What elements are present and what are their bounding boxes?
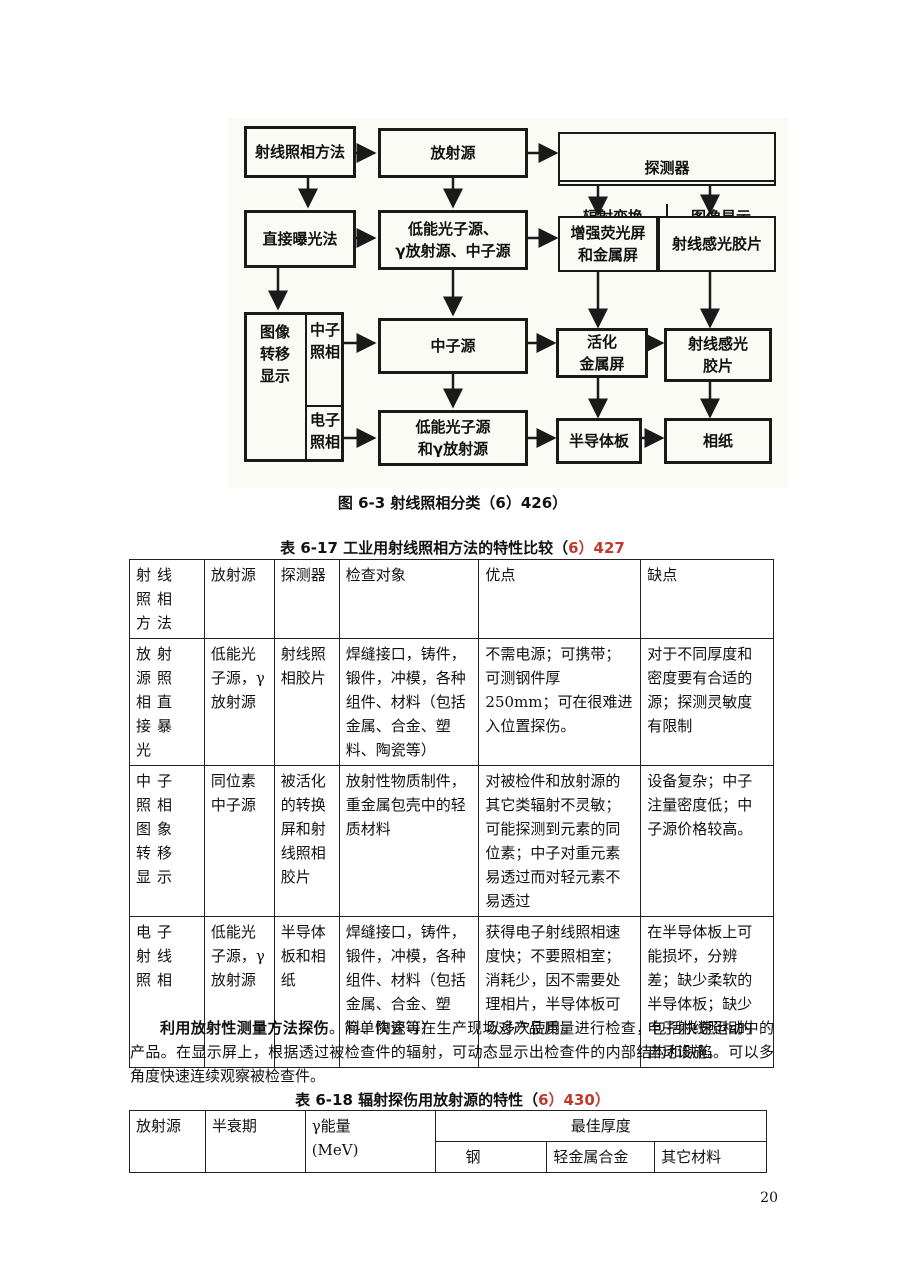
table-cell: 低能光子源，γ放射源 [203,638,275,766]
table-6-18: 放射源 半衰期 γ能量 (MeV) 最佳厚度 钢 轻金属合金 其它材料 [129,1110,768,1173]
paragraph-lead: 利用放射性测量方法探伤 [160,1019,329,1037]
box-activated-screen: 活化 金属屏 [556,328,648,378]
table-cell: 同位素中子源 [203,765,275,917]
table-row: 电子射线照相 低能光子源，γ放射源 半导体板和相纸 焊缝接口，铸件，锻件，冲模，… [129,916,774,1068]
table18-title: 表 6-18 辐射探伤用放射源的特性（6）430） [130,1089,775,1110]
table-cell: 对被检件和放射源的其它类辐射不灵敏；可能探测到元素的同位素；中子对重元素易透过而… [478,765,642,917]
header-cell: 缺点 [640,559,774,639]
table-cell: 被活化的转换屏和射线照相胶片 [273,765,340,917]
box-semiconductor: 半导体板 [556,418,642,464]
table-cell: 获得电子射线照相速度快；不要照相室；消耗少，因不需要处理相片，半导体板可以多次使… [478,916,642,1068]
table18-title-text: 表 6-18 辐射探伤用放射源的特性（ [295,1091,539,1109]
header-cell: 轻金属合金 [546,1141,656,1173]
page-number: 20 [760,1190,778,1206]
box-image-transfer: 图像 转移 显示 中子 照相 电子 照相 [244,312,344,462]
figure-caption: 图 6-3 射线照相分类（6）426） [337,494,568,512]
table-cell: 对于不同厚度和密度要有合适的源；探测灵敏度有限制 [640,638,774,766]
table-cell: 电子射线照相 [129,916,205,1068]
table-row: 放射源照相直接暴光 低能光子源，γ放射源 射线照相胶片 焊缝接口，铸件，锻件，冲… [129,638,774,766]
table17-title: 表 6-17 工业用射线照相方法的特性比较（6）427 [130,537,775,558]
header-cell: γ能量 (MeV) [304,1110,436,1173]
table-cell: 放射源照相直接暴光 [129,638,205,766]
table-cell: 设备复杂；中子注量密度低；中子源价格较高。 [640,765,774,917]
table-cell: 焊缝接口，铸件，锻件，冲模，各种组件、材料（包括金属、合金、塑料、陶瓷等） [338,916,480,1068]
box-detector: 探测器 辐射变换 图像显示 [558,132,776,230]
box-neutron-source: 中子源 [378,318,528,374]
table17-title-ref: 6）427 [568,539,625,557]
box-low-gamma: 低能光子源 和γ放射源 [378,410,528,466]
table-6-17: 射线照相方法 放射源 探测器 检查对象 优点 缺点 放射源照相直接暴光 低能光子… [129,559,774,1068]
table-cell: 不需电源；可携带；可测钢件厚 250mm；可在很难进入位置探伤。 [478,638,642,766]
header-cell: 钢 [434,1141,548,1173]
neutron-photo-label: 中子 照相 [309,321,340,361]
diagram-arrows [268,143,720,448]
table-header-row: 射线照相方法 放射源 探测器 检查对象 优点 缺点 [129,559,774,639]
table-cell: 中子照相图象转移显示 [129,765,205,917]
detector-label: 探测器 [560,156,774,182]
box-direct-exposure: 直接曝光法 [244,210,356,268]
box-photo-paper: 相纸 [664,418,772,464]
transfer-label: 图像 转移 显示 [259,323,290,385]
table-cell: 射线照相胶片 [273,638,340,766]
box-method: 射线照相方法 [244,126,356,178]
table-header-row: 钢 轻金属合金 其它材料 [130,1141,767,1173]
table18-title-ref: 6）430） [538,1091,610,1109]
header-cell: 放射源 [129,1110,206,1173]
paragraph-text: 。简单快速可在生产现场对产品质量进行检查，包括快速运动中的产品。在显示屏上，根据… [130,1019,774,1085]
box-source: 放射源 [378,128,528,178]
header-cell: 其它材料 [654,1141,767,1173]
header-cell: 半衰期 [204,1110,306,1173]
box-film-2: 射线感光 胶片 [664,328,772,382]
table-header-row: 放射源 半衰期 γ能量 (MeV) 最佳厚度 [129,1110,768,1173]
header-cell: 优点 [478,559,642,639]
header-cell: 放射源 [203,559,275,639]
table-cell: 放射性物质制件，重金属包壳中的轻质材料 [338,765,480,917]
classification-diagram: 射线照相方法 放射源 探测器 辐射变换 图像显示 直接曝光法 低能光子源、 γ放… [228,118,788,488]
body-paragraph: 利用放射性测量方法探伤。简单快速可在生产现场对产品质量进行检查，包括快速运动中的… [130,1016,774,1088]
table-cell: 在半导体板上可能损坏，分辨差；缺少柔软的半导体板；缺少电子射线照相的自动设施。 [640,916,774,1068]
header-cell: 射线照相方法 [129,559,205,639]
table17-title-text: 表 6-17 工业用射线照相方法的特性比较（ [280,539,569,557]
box-film-1: 射线感光胶片 [658,216,776,272]
table-cell: 焊缝接口，铸件，锻件，冲模，各种组件、材料（包括金属、合金、塑料、陶瓷等） [338,638,480,766]
table-cell: 低能光子源，γ放射源 [203,916,275,1068]
table-row: 中子照相图象转移显示 同位素中子源 被活化的转换屏和射线照相胶片 放射性物质制件… [129,765,774,917]
table-cell: 半导体板和相纸 [273,916,340,1068]
box-low-energy-sources: 低能光子源、 γ放射源、中子源 [378,210,528,270]
header-cell: 检查对象 [338,559,480,639]
header-cell: 探测器 [273,559,340,639]
electron-photo-label: 电子 照相 [309,411,340,451]
box-intensify-screen: 增强荧光屏 和金属屏 [558,216,658,272]
header-cell: 最佳厚度 [434,1110,768,1142]
